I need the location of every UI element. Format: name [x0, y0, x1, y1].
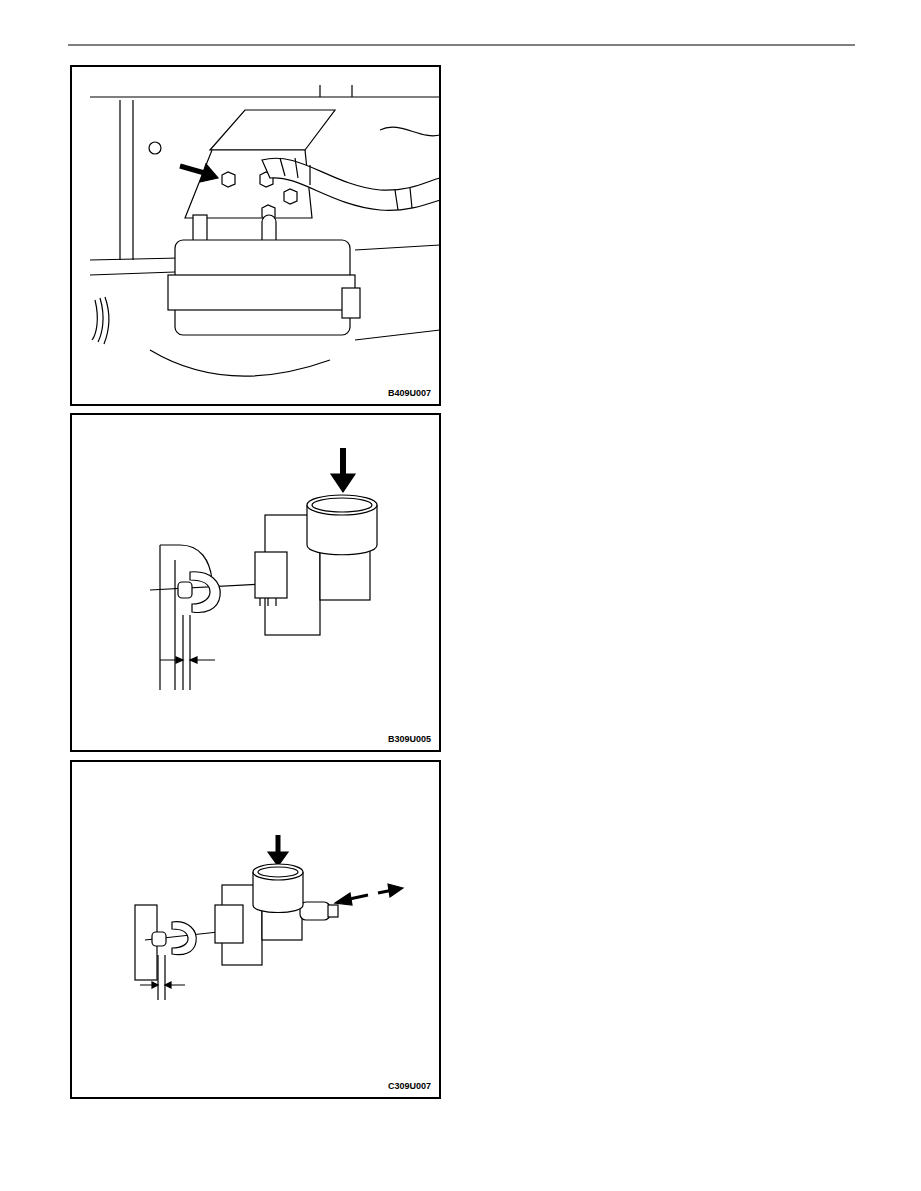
- wire-loops: [92, 297, 109, 344]
- body-panel-lines: [150, 350, 330, 376]
- body-panel-lines: [90, 85, 440, 376]
- wire-loops: [92, 297, 109, 344]
- body-panel-lines: [90, 96, 440, 97]
- dimension-lines: [140, 955, 185, 1000]
- cable-clip: [190, 572, 220, 613]
- actuator-plate: [260, 598, 276, 606]
- figure-panel: B309U005: [70, 413, 441, 752]
- body-panel-lines: [320, 85, 352, 97]
- dimension-lines: [160, 615, 215, 690]
- figure-code: B309U005: [388, 734, 431, 744]
- actuator-body: [258, 867, 298, 877]
- pointer-arrow: [331, 474, 355, 492]
- dimension-lines: [140, 955, 185, 1000]
- adjust-arrows: [335, 893, 352, 905]
- pointer-arrow: [180, 164, 218, 182]
- dimension-arrows: [165, 982, 171, 988]
- actuator-body: [300, 902, 330, 920]
- body-panel-lines: [120, 100, 133, 260]
- dimension-arrows: [190, 657, 197, 663]
- pointer-arrow: [331, 448, 355, 492]
- cable-clip: [172, 922, 196, 955]
- ignition-coil: [168, 215, 360, 335]
- actuator-plate: [255, 552, 287, 598]
- pointer-arrow: [200, 164, 218, 182]
- actuator-plate: [215, 905, 243, 943]
- dimension-arrows: [152, 982, 158, 988]
- cable-clip: [178, 582, 192, 598]
- actuator-body: [312, 498, 372, 512]
- dimension-arrows: [176, 657, 183, 663]
- dimension-arrows: [152, 982, 171, 988]
- cable-clip: [178, 572, 220, 613]
- mounting-bracket: [185, 110, 335, 218]
- control-cable: [150, 584, 262, 590]
- nuts: [284, 189, 297, 204]
- figure-panel: C309U007: [70, 760, 441, 1099]
- adjust-arrows: [388, 884, 403, 897]
- nuts: [222, 172, 235, 187]
- wiring-harness: [262, 158, 440, 210]
- actuator-body: [253, 864, 338, 940]
- wiring-harness: [280, 158, 412, 210]
- pointer-arrow: [268, 835, 288, 866]
- ignition-coil: [342, 288, 360, 318]
- figure-panel: B409U007: [70, 65, 441, 406]
- actuator-body: [307, 495, 377, 600]
- actuator-body: [307, 495, 377, 515]
- body-panel-lines: [160, 545, 212, 690]
- header-rule: [68, 45, 855, 46]
- cable-clip: [152, 932, 166, 946]
- dimension-lines: [160, 615, 215, 690]
- dimension-arrows: [176, 657, 197, 663]
- wiring-harness: [262, 158, 440, 210]
- figure-code: B409U007: [388, 388, 431, 398]
- control-cable: [150, 584, 262, 590]
- actuator-body: [253, 864, 303, 880]
- body-panel-lines: [149, 142, 161, 154]
- body-panel-lines: [160, 545, 212, 690]
- adjust-arrows: [335, 884, 403, 905]
- cable-clip: [152, 922, 196, 955]
- actuator-body: [328, 905, 338, 917]
- body-panel-lines: [380, 127, 440, 136]
- figure-code: C309U007: [388, 1081, 431, 1091]
- ignition-coil: [168, 275, 355, 310]
- mounting-bracket: [210, 110, 335, 150]
